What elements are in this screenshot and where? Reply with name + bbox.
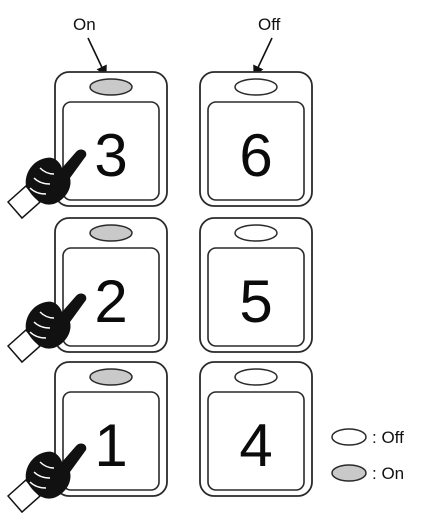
led-indicator-off bbox=[235, 225, 277, 241]
button-number: 6 bbox=[239, 122, 272, 189]
button-2[interactable]: 2 bbox=[55, 218, 167, 352]
legend-off-label: : Off bbox=[372, 428, 404, 447]
button-1[interactable]: 1 bbox=[55, 362, 167, 496]
button-3[interactable]: 3 bbox=[55, 72, 167, 206]
legend-off-swatch bbox=[332, 429, 366, 445]
button-number: 1 bbox=[94, 412, 127, 479]
button-6[interactable]: 6 bbox=[200, 72, 312, 206]
on-callout-label: On bbox=[73, 15, 96, 34]
button-5[interactable]: 5 bbox=[200, 218, 312, 352]
led-indicator-on bbox=[90, 79, 132, 95]
led-indicator-on bbox=[90, 369, 132, 385]
button-number: 3 bbox=[94, 122, 127, 189]
legend-on-label: : On bbox=[372, 464, 404, 483]
on-callout-arrow bbox=[88, 38, 106, 76]
led-indicator-off bbox=[235, 369, 277, 385]
button-4[interactable]: 4 bbox=[200, 362, 312, 496]
button-number: 2 bbox=[94, 268, 127, 335]
button-number: 5 bbox=[239, 268, 272, 335]
button-number: 4 bbox=[239, 412, 272, 479]
legend-on-swatch bbox=[332, 465, 366, 481]
led-indicator-on bbox=[90, 225, 132, 241]
off-callout-label: Off bbox=[258, 15, 281, 34]
led-indicator-off bbox=[235, 79, 277, 95]
off-callout-arrow bbox=[254, 38, 272, 76]
